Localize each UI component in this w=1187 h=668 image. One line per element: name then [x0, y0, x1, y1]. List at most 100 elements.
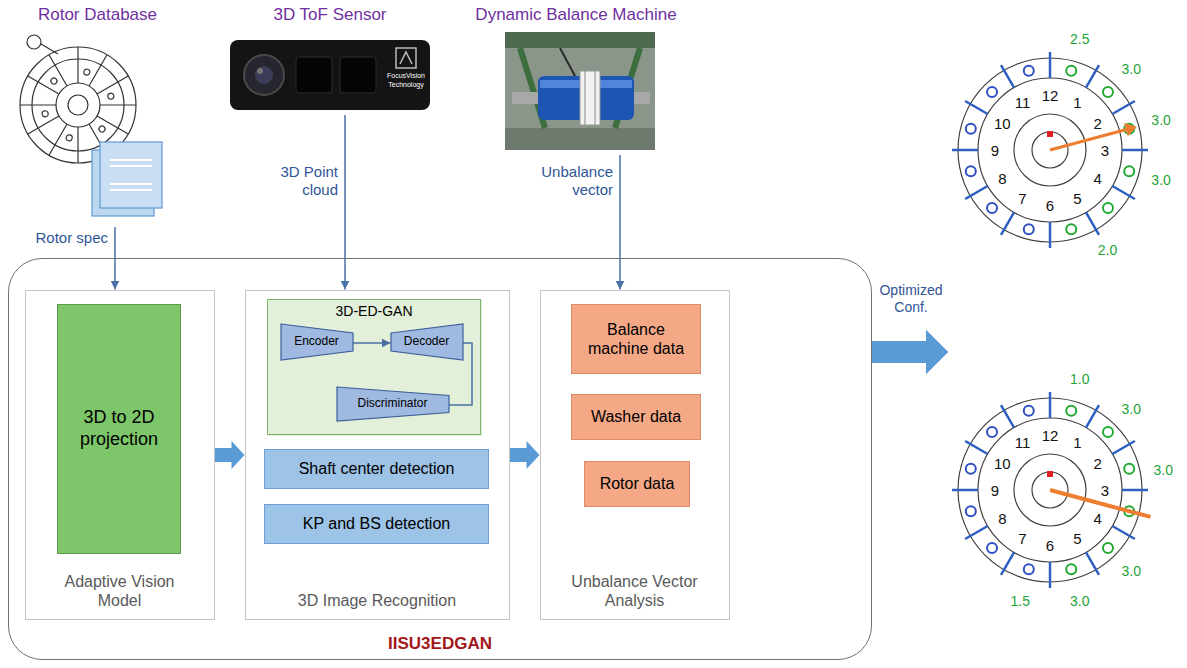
segment-tick — [1112, 441, 1135, 454]
reference-mark — [1047, 131, 1053, 137]
tof-sensor — [400, 52, 412, 64]
flow-arrow — [353, 342, 391, 344]
segment-tick — [1086, 212, 1099, 235]
rotor-drawing — [49, 124, 67, 155]
washer-slot — [1066, 66, 1076, 76]
rotor-drawing — [83, 68, 90, 75]
rotor-drawing — [20, 104, 56, 105]
washer-slot — [1103, 87, 1113, 97]
washer-weight: 3.0 — [1122, 62, 1141, 76]
clock-number: 12 — [1042, 428, 1059, 443]
tof-sensor — [230, 40, 430, 110]
process-box: KP and BS detection — [264, 504, 489, 544]
spec-documents — [110, 159, 152, 161]
washer-slot — [1066, 406, 1076, 416]
block-arrow — [510, 441, 540, 469]
segment-tick — [1112, 101, 1135, 114]
box-label: Balance machine data — [578, 320, 694, 358]
washer-slot — [1124, 166, 1134, 176]
washer-slot — [1024, 66, 1034, 76]
source-title: Dynamic Balance Machine — [462, 5, 690, 25]
clock-number: 1 — [1073, 435, 1081, 450]
clock-number: 3 — [1101, 483, 1109, 498]
washer-slot — [987, 543, 997, 553]
washer-weight: 3.0 — [1122, 402, 1141, 416]
balance-machine-photo — [505, 32, 655, 150]
data-box: Balance machine data — [571, 304, 701, 374]
washer-slot — [966, 124, 976, 134]
clock-number: 4 — [1093, 170, 1101, 185]
rotor-drawing — [28, 116, 59, 134]
rotor-drawing — [28, 76, 59, 94]
spec-documents — [92, 142, 162, 216]
segment-tick — [965, 441, 988, 454]
segment-tick — [1112, 186, 1135, 199]
clock-number: 8 — [998, 170, 1006, 185]
spec-documents — [110, 183, 152, 185]
module-panel: 3D Image Recognition3D-ED-GANEncoderDeco… — [245, 290, 510, 620]
washer-weight: 3.0 — [1154, 463, 1173, 477]
spec-documents — [110, 189, 152, 191]
rotor-database-source: Rotor Database — [20, 5, 175, 227]
segment-tick — [1086, 552, 1099, 575]
segment-tick — [965, 186, 988, 199]
washer-weight: 2.5 — [1070, 32, 1089, 46]
clock-number: 8 — [998, 510, 1006, 525]
balance-machine-photo — [505, 128, 655, 150]
clock-number: 9 — [991, 143, 999, 158]
clock-number: 11 — [1015, 435, 1031, 450]
clock-number: 5 — [1073, 530, 1081, 545]
segment-tick — [1086, 65, 1099, 88]
unbalance-arrowhead — [1124, 123, 1137, 136]
balance-machine-photo — [595, 71, 596, 125]
balance-machine-photo — [505, 32, 655, 48]
segment-tick — [1001, 405, 1014, 428]
trapezoid-outline — [281, 324, 353, 360]
washer-slot — [1024, 224, 1034, 234]
washer-slot — [1066, 564, 1076, 574]
rotor-drawing — [98, 125, 106, 133]
process-box: 3D to 2D projection — [57, 304, 181, 554]
balance-machine-photo — [634, 92, 650, 104]
washer-slot — [987, 203, 997, 213]
balance-machine-photo — [505, 32, 655, 150]
spec-documents — [100, 142, 162, 208]
edge-label: Optimized Conf. — [874, 282, 948, 316]
washer-weight: 3.0 — [1151, 173, 1170, 187]
edge-label: Rotor spec — [22, 229, 108, 247]
washer-slot — [966, 506, 976, 516]
clock-number: 10 — [994, 455, 1011, 470]
block-title: 3D-ED-GAN — [335, 303, 412, 320]
source-title: 3D ToF Sensor — [225, 5, 435, 25]
washer-slot — [1103, 427, 1113, 437]
clock-number: 10 — [994, 115, 1011, 130]
segment-tick — [1122, 489, 1148, 492]
block-arrow — [872, 330, 948, 374]
module-caption: Unbalance Vector Analysis — [550, 572, 720, 610]
tof-sensor — [340, 57, 376, 93]
segment-tick — [1049, 222, 1052, 248]
segment-tick — [1049, 392, 1052, 418]
rotor-drawing — [50, 77, 58, 85]
edge-label: 3D Point cloud — [258, 163, 338, 199]
flow-arrow — [619, 155, 621, 290]
washer-weight: 1.5 — [1011, 594, 1030, 608]
block-label: Decoder — [404, 335, 449, 348]
tof-sensor — [257, 68, 263, 74]
module-caption: Adaptive Vision Model — [65, 572, 175, 610]
segment-tick — [1086, 405, 1099, 428]
box-label: 3D to 2D projection — [64, 407, 174, 450]
box-label: Shaft center detection — [299, 459, 455, 478]
box-label: KP and BS detection — [303, 514, 450, 533]
clock-number: 3 — [1101, 143, 1109, 158]
washer-weight: 2.0 — [1098, 243, 1117, 257]
washer-weight: 3.0 — [1122, 564, 1141, 578]
network-block: Discriminator — [337, 387, 449, 421]
trapezoid-outline — [391, 324, 463, 360]
balance-machine-photo — [560, 48, 575, 76]
washer-slot — [1024, 564, 1034, 574]
tof-sensor — [255, 66, 273, 84]
box-label: Rotor data — [600, 474, 675, 493]
segment-tick — [1049, 52, 1052, 78]
washer-slot — [1124, 464, 1134, 474]
